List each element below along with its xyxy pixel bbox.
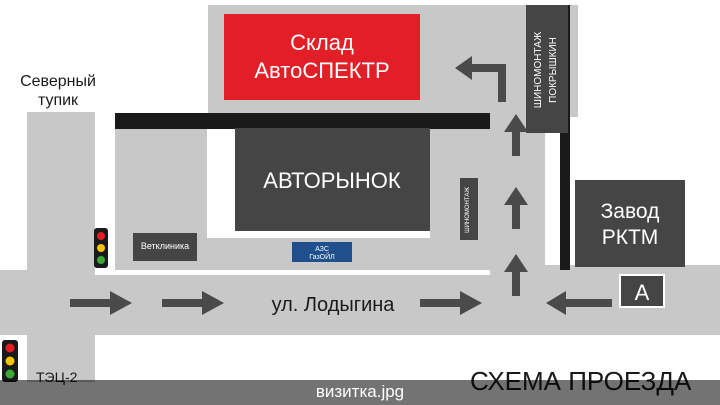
left-vertical-road <box>27 112 95 382</box>
gas-station-building <box>292 242 352 262</box>
market-label: АВТОРЫНОК <box>263 168 401 193</box>
boundary-wall <box>115 113 490 129</box>
arrow-icon <box>455 56 506 102</box>
warehouse-label-line1: Склад <box>290 30 354 55</box>
traffic-light-icon <box>94 228 108 268</box>
vertical-arrows-up <box>504 114 528 296</box>
image-caption: визитка.jpg <box>315 382 405 401</box>
upper-left-road <box>0 270 30 280</box>
tire-service-small-building <box>460 178 478 240</box>
tire-service-small-label: ШИНОМОНТАЖ <box>465 187 471 233</box>
arrow-icon <box>504 187 528 229</box>
factory-label-1: Завод <box>601 200 660 223</box>
warehouse-building <box>224 14 420 100</box>
tire-service-top-label-2: ПОКРЫШКИН <box>548 37 559 103</box>
tire-service-top-label-1: ШИНОМОНТАЖ <box>533 31 544 108</box>
arrow-icon <box>546 291 612 315</box>
north-deadend-label-2: тупик <box>38 92 79 109</box>
vet-clinic-building <box>133 233 197 261</box>
vertical-wall <box>560 5 570 270</box>
north-deadend-label-1: Северный <box>20 73 96 90</box>
gas-station-label-1: АЗС <box>315 246 329 253</box>
warehouse-label-line2: АвтоСПЕКТР <box>254 58 389 83</box>
point-a-marker <box>619 274 665 308</box>
street-arrows-right <box>70 291 482 315</box>
factory-building <box>575 180 685 267</box>
gas-station-label-2: ГазОЙЛ <box>309 252 335 261</box>
street-label: ул. Лодыгина <box>272 294 396 316</box>
tire-service-top-building <box>526 5 568 133</box>
arrow-icon <box>420 291 482 315</box>
caption-bar <box>0 380 720 405</box>
arrow-icon <box>162 291 224 315</box>
arrow-icon <box>504 254 528 296</box>
vet-clinic-label: Ветклиника <box>141 241 189 251</box>
arrow-icon <box>70 291 132 315</box>
traffic-light-icon <box>2 340 18 382</box>
roads <box>0 5 720 382</box>
market-building <box>235 128 430 231</box>
arrow-icon <box>504 114 528 156</box>
factory-label-2: РКТМ <box>602 226 659 249</box>
point-a-label: A <box>635 280 650 305</box>
